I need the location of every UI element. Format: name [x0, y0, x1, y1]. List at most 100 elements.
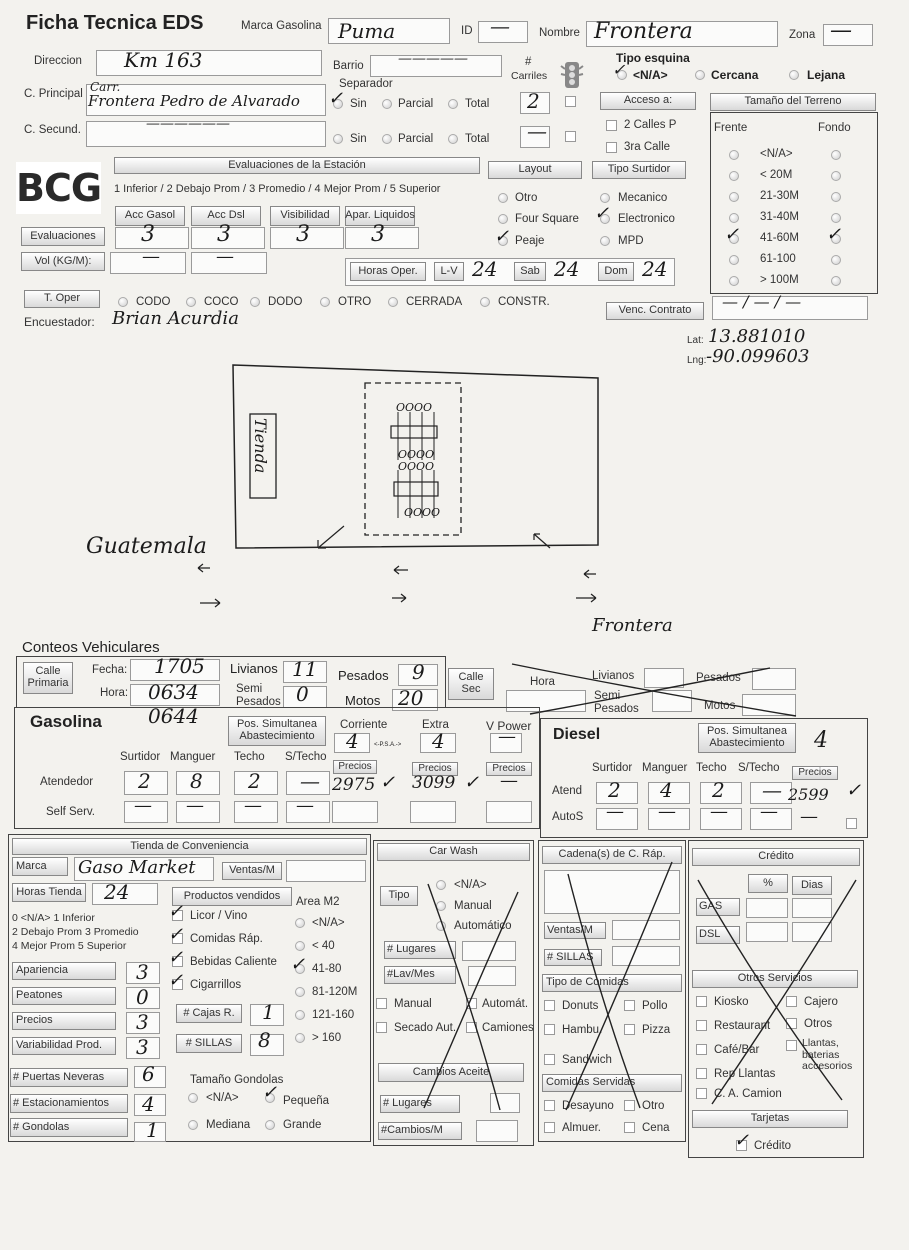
sec-livianos-field[interactable]	[644, 668, 684, 688]
carwash-automat-check[interactable]	[466, 998, 477, 1009]
zona-field[interactable]	[823, 24, 873, 46]
productos-button[interactable]: Productos vendidos	[172, 887, 292, 906]
gondola-pequena-radio[interactable]	[265, 1093, 275, 1103]
cajero-check[interactable]	[786, 996, 797, 1007]
cambios-lugares-field[interactable]	[490, 1093, 520, 1113]
tienda-ventas-field[interactable]	[286, 860, 366, 882]
cprincipal-field[interactable]	[86, 84, 326, 116]
rating-field[interactable]	[126, 962, 160, 984]
area-radio[interactable]	[295, 1033, 305, 1043]
terreno-fondo-radio[interactable]	[831, 234, 841, 244]
atendedor-field[interactable]	[124, 771, 168, 795]
motos-field[interactable]	[392, 689, 438, 711]
credito-dsl-dias-field[interactable]	[792, 922, 832, 942]
surtidor-mecanico-radio[interactable]	[600, 193, 610, 203]
toper-radio[interactable]	[118, 297, 128, 307]
cambios-mes-field[interactable]	[476, 1120, 518, 1142]
restaurant-check[interactable]	[696, 1020, 707, 1031]
esquina-na-radio[interactable]	[617, 70, 627, 80]
terreno-frente-radio[interactable]	[729, 150, 739, 160]
layout-otro-radio[interactable]	[498, 193, 508, 203]
carwash-secado-check[interactable]	[376, 1022, 387, 1033]
carwash-manual-radio[interactable]	[436, 901, 446, 911]
rating-field[interactable]	[126, 1012, 160, 1034]
terreno-frente-radio[interactable]	[729, 192, 739, 202]
terreno-frente-radio[interactable]	[729, 234, 739, 244]
diesel-autos-field[interactable]	[700, 808, 742, 830]
extra-field[interactable]	[420, 733, 456, 753]
fecha-field[interactable]	[130, 659, 220, 681]
area-radio[interactable]	[295, 941, 305, 951]
producto-check[interactable]	[172, 910, 183, 921]
eval-value-field[interactable]	[191, 227, 265, 249]
carwash-lav-field[interactable]	[468, 966, 516, 986]
toper-radio[interactable]	[388, 297, 398, 307]
terreno-frente-radio[interactable]	[729, 213, 739, 223]
cafe-bar-check[interactable]	[696, 1044, 707, 1055]
donuts-check[interactable]	[544, 1000, 555, 1011]
corriente-field[interactable]	[334, 733, 370, 753]
carriles-principal-field[interactable]	[520, 92, 550, 114]
gondola-na-radio[interactable]	[188, 1093, 198, 1103]
terreno-fondo-radio[interactable]	[831, 213, 841, 223]
area-radio[interactable]	[295, 964, 305, 974]
diesel-atend-field[interactable]	[596, 782, 638, 804]
terreno-fondo-radio[interactable]	[831, 276, 841, 286]
secund-sin-radio[interactable]	[333, 134, 343, 144]
carwash-na-radio[interactable]	[436, 880, 446, 890]
terreno-frente-radio[interactable]	[729, 276, 739, 286]
cena-check[interactable]	[624, 1122, 635, 1133]
producto-check[interactable]	[172, 933, 183, 944]
tipo-surtidor-button[interactable]: Tipo Surtidor	[592, 161, 686, 179]
tarjetas-credito-check[interactable]	[736, 1140, 747, 1151]
vol-field-2[interactable]	[191, 252, 267, 274]
contrato-button[interactable]: Venc. Contrato	[606, 302, 704, 320]
carwash-auto-radio[interactable]	[436, 921, 446, 931]
rating-field[interactable]	[126, 987, 160, 1009]
area-radio[interactable]	[295, 918, 305, 928]
diesel-autos-check[interactable]	[846, 818, 857, 829]
nombre-field[interactable]	[586, 21, 778, 47]
carwash-lugares-field[interactable]	[462, 941, 516, 961]
cadenas-ventas-field[interactable]	[612, 920, 680, 940]
separador-total-radio[interactable]	[448, 99, 458, 109]
cajas-field[interactable]	[250, 1004, 284, 1026]
cadenas-sillas-field[interactable]	[612, 946, 680, 966]
diesel-autos-field[interactable]	[750, 808, 792, 830]
credito-dsl-pct-field[interactable]	[746, 922, 788, 942]
layout-foursquare-radio[interactable]	[498, 214, 508, 224]
cadenas-top-field[interactable]	[544, 870, 680, 914]
gondola-mediana-radio[interactable]	[188, 1120, 198, 1130]
atendedor-field[interactable]	[286, 771, 330, 795]
atendedor-field[interactable]	[234, 771, 278, 795]
diesel-atend-field[interactable]	[700, 782, 742, 804]
area-radio[interactable]	[295, 1010, 305, 1020]
secund-total-radio[interactable]	[448, 134, 458, 144]
self-serv-field[interactable]	[286, 801, 330, 823]
carriles-secund-check[interactable]	[565, 131, 576, 142]
hambu-check[interactable]	[544, 1024, 555, 1035]
gondola-grande-radio[interactable]	[265, 1120, 275, 1130]
diesel-atend-field[interactable]	[648, 782, 690, 804]
area-radio[interactable]	[295, 987, 305, 997]
sandwich-check[interactable]	[544, 1054, 555, 1065]
pizza-check[interactable]	[624, 1024, 635, 1035]
sec-pesados-field[interactable]	[752, 668, 796, 690]
self-price-field[interactable]	[486, 801, 532, 823]
gondolas-field[interactable]	[134, 1122, 166, 1142]
csecund-field[interactable]	[86, 121, 326, 147]
estac-field[interactable]	[134, 1094, 166, 1116]
separador-parcial-radio[interactable]	[382, 99, 392, 109]
toper-radio[interactable]	[250, 297, 260, 307]
self-price-field[interactable]	[410, 801, 456, 823]
otros-check[interactable]	[786, 1018, 797, 1029]
producto-check[interactable]	[172, 956, 183, 967]
llantas-check[interactable]	[786, 1040, 797, 1051]
rep-llantas-check[interactable]	[696, 1068, 707, 1079]
producto-check[interactable]	[172, 979, 183, 990]
atendedor-field[interactable]	[176, 771, 220, 795]
otro-comida-check[interactable]	[624, 1100, 635, 1111]
acceso-3racalle-check[interactable]	[606, 142, 617, 153]
secund-parcial-radio[interactable]	[382, 134, 392, 144]
acceso-2calles-check[interactable]	[606, 120, 617, 131]
